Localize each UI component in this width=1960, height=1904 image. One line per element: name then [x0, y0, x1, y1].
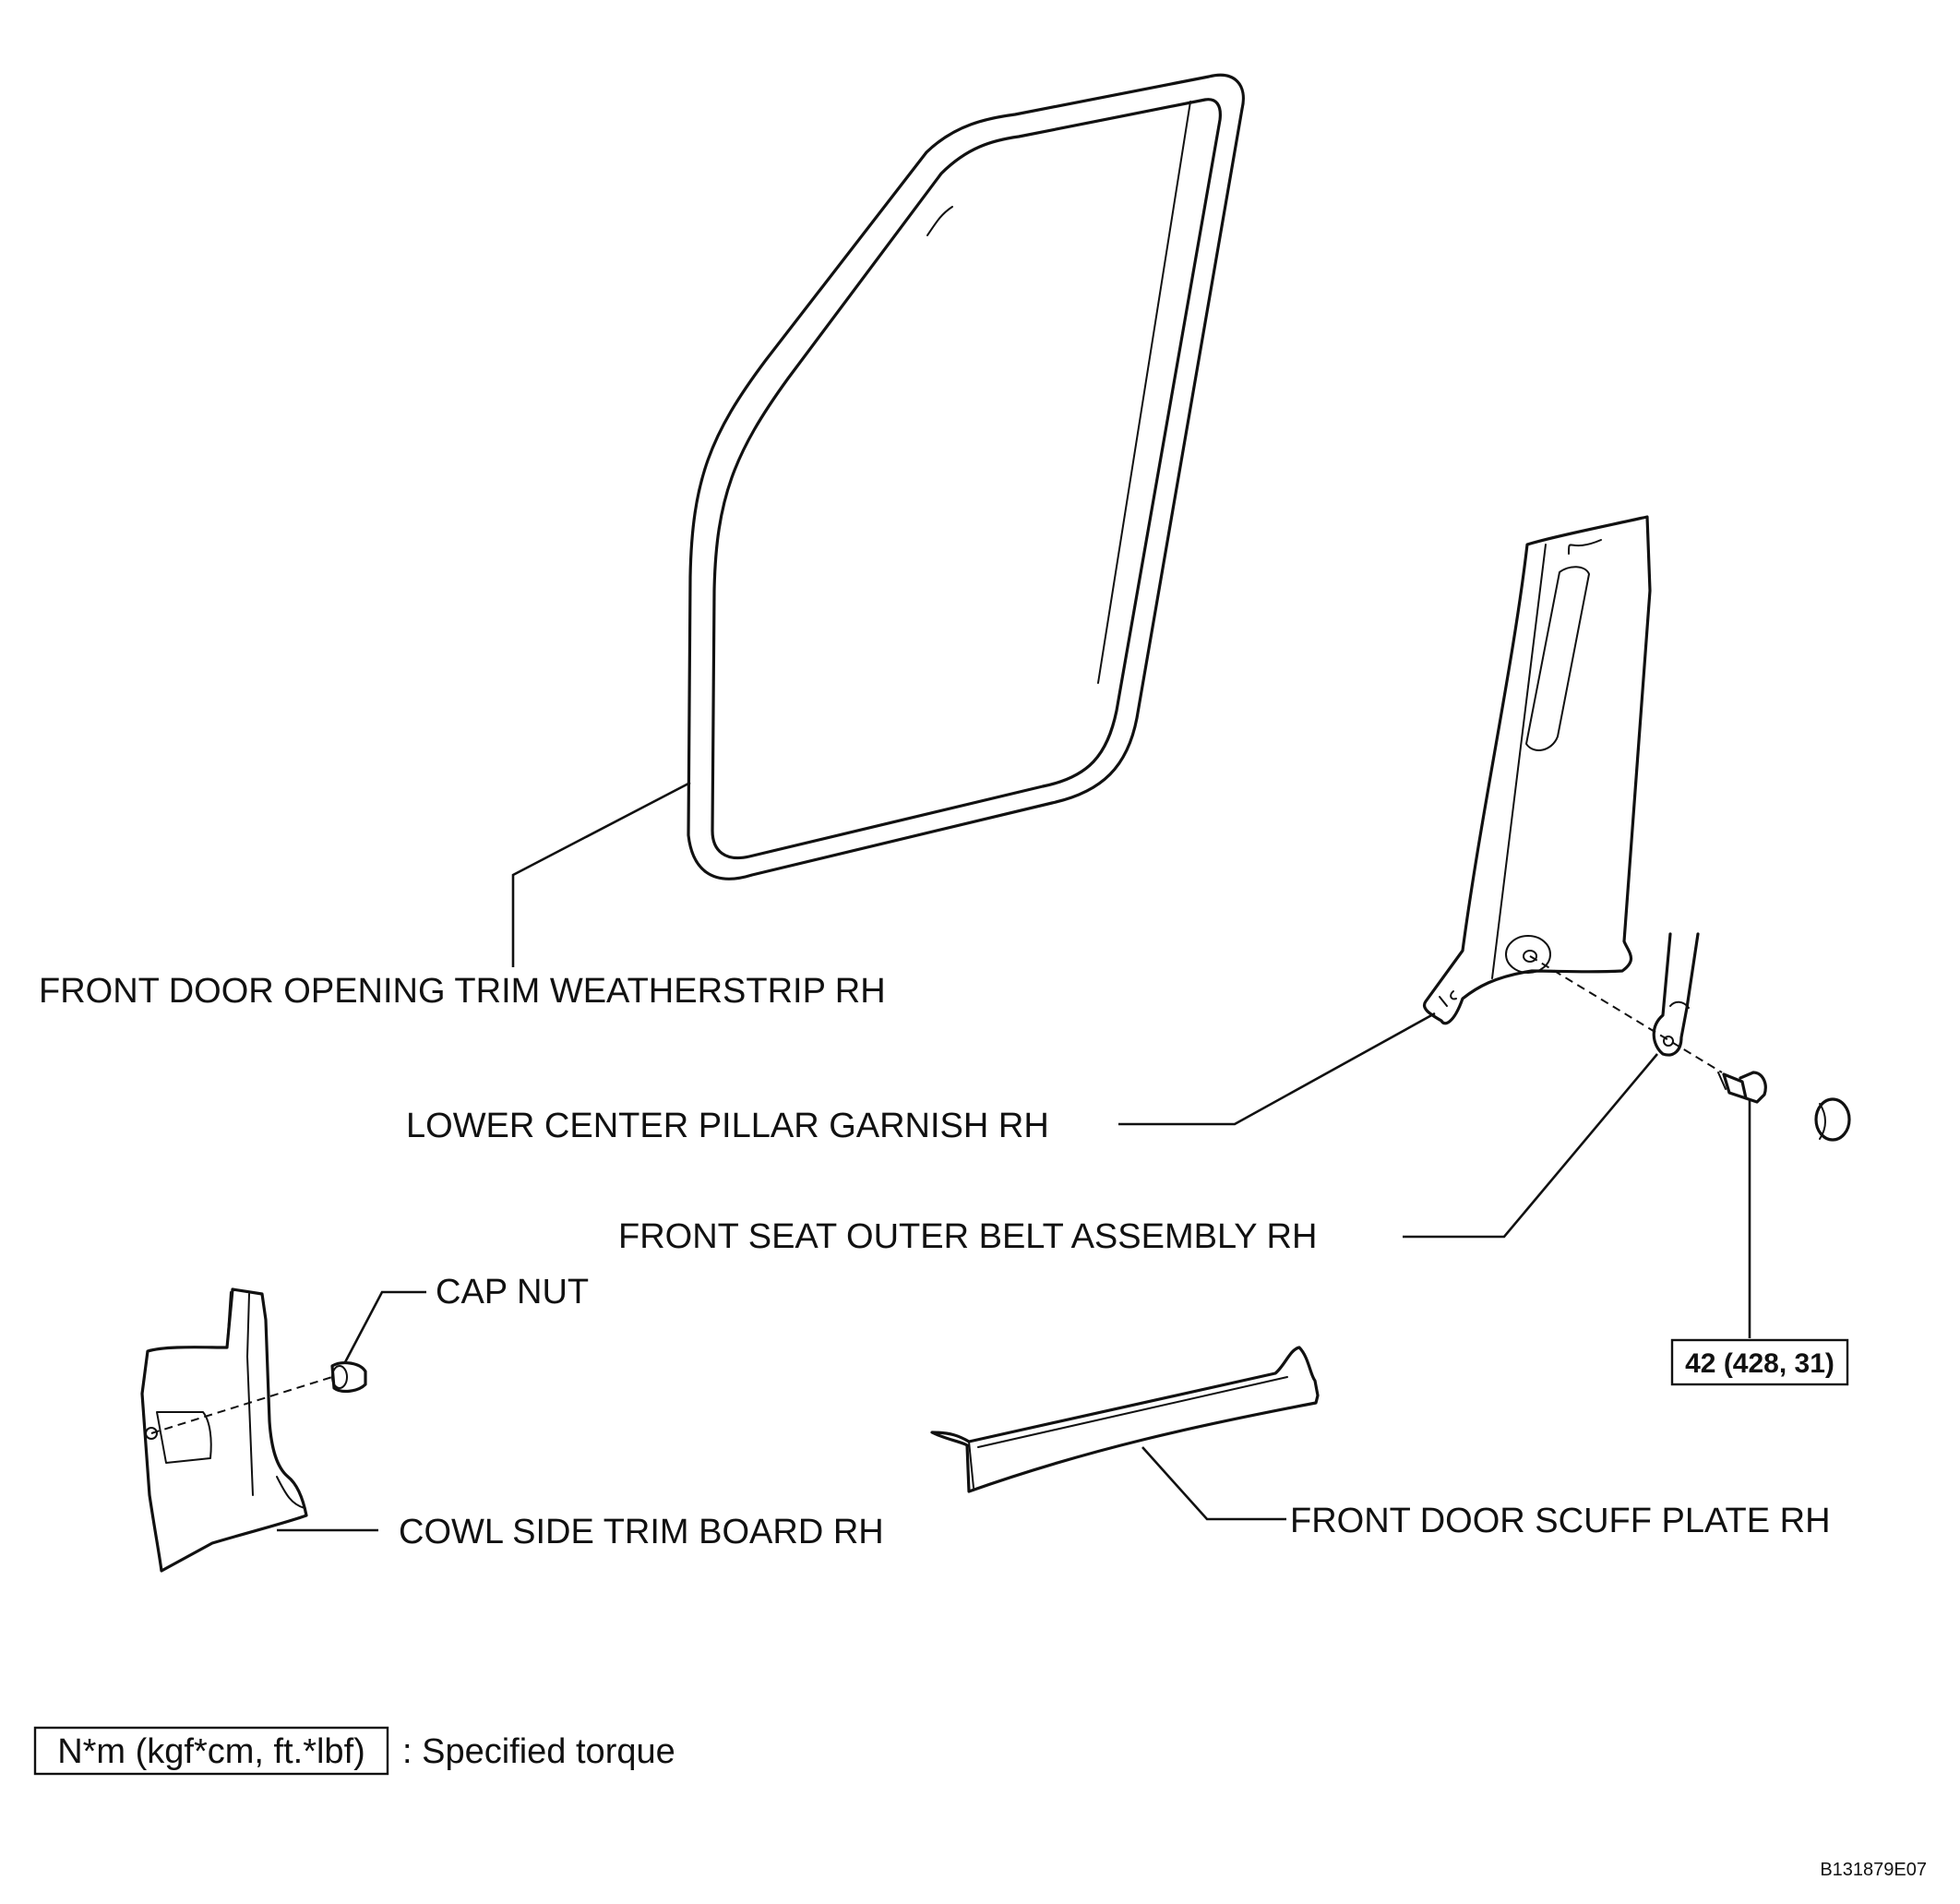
label-scuff-plate: FRONT DOOR SCUFF PLATE RH — [1290, 1502, 1831, 1540]
cowl-board-drawing — [140, 1287, 308, 1573]
cap-plug-drawing — [1814, 1097, 1851, 1142]
weatherstrip-drawing — [687, 73, 1245, 880]
pillar-garnish-drawing — [1422, 515, 1652, 1025]
label-weatherstrip: FRONT DOOR OPENING TRIM WEATHERSTRIP RH — [39, 972, 886, 1011]
label-cap-nut: CAP NUT — [436, 1273, 589, 1311]
cap-nut-drawing — [330, 1361, 367, 1394]
torque-spec: 42 (428, 31) — [1670, 1338, 1849, 1386]
legend-unit: N*m (kgf*cm, ft.*lbf) — [57, 1732, 365, 1771]
scuff-plate-drawing — [930, 1346, 1320, 1493]
alignment-lines — [150, 955, 1723, 1434]
figure-code: B131879E07 — [1820, 1860, 1927, 1880]
torque-value: 42 (428, 31) — [1685, 1348, 1835, 1379]
torque-legend: N*m (kgf*cm, ft.*lbf) : Specified torque — [33, 1726, 675, 1776]
label-pillar-garnish: LOWER CENTER PILLAR GARNISH RH — [406, 1107, 1049, 1145]
leader-lines — [277, 781, 1751, 1532]
label-seat-belt: FRONT SEAT OUTER BELT ASSEMBLY RH — [618, 1217, 1317, 1256]
seat-belt-drawing — [1652, 932, 1700, 1057]
label-cowl-board: COWL SIDE TRIM BOARD RH — [399, 1513, 884, 1551]
bolt-drawing — [1717, 1071, 1767, 1104]
legend-description: : Specified torque — [402, 1732, 675, 1771]
